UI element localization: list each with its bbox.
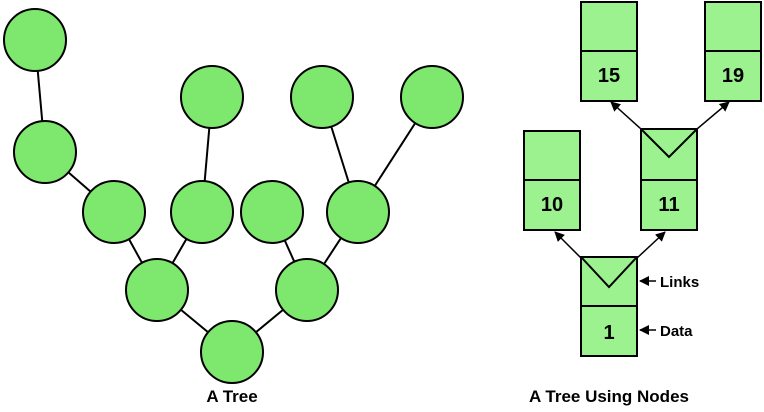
abstract-tree: A Tree <box>3 8 464 406</box>
tree-node <box>400 65 464 129</box>
tree-node <box>125 258 189 322</box>
node-value: 11 <box>658 194 679 216</box>
node-value: 15 <box>598 65 620 87</box>
link-arrow <box>610 101 642 130</box>
links-annotation: Links <box>660 274 699 291</box>
tree-nodes <box>3 8 464 384</box>
tree-node <box>240 180 304 244</box>
node-value: 1 <box>603 322 614 344</box>
node-10 <box>523 130 581 231</box>
right-caption: A Tree Using Nodes <box>529 387 689 406</box>
tree-node <box>3 8 67 72</box>
node-15 <box>580 1 638 102</box>
data-annotation: Data <box>660 323 693 340</box>
node-value: 19 <box>722 65 744 87</box>
node-tree: 1 10 11 15 19 Links Data A Tree Using No… <box>523 1 762 406</box>
node-links <box>554 101 730 260</box>
tree-node <box>275 258 339 322</box>
link-arrow <box>696 101 730 130</box>
node-11 <box>640 128 698 231</box>
tree-node <box>82 180 146 244</box>
tree-node <box>290 65 354 129</box>
tree-node <box>13 120 77 184</box>
root-node <box>580 256 638 357</box>
left-caption: A Tree <box>206 387 257 406</box>
link-arrow <box>554 231 583 260</box>
tree-node <box>326 180 390 244</box>
tree-node <box>180 65 244 129</box>
tree-node <box>200 320 264 384</box>
node-value: 10 <box>541 194 563 216</box>
link-arrow <box>635 231 666 260</box>
node-19 <box>704 1 762 102</box>
tree-node <box>170 180 234 244</box>
